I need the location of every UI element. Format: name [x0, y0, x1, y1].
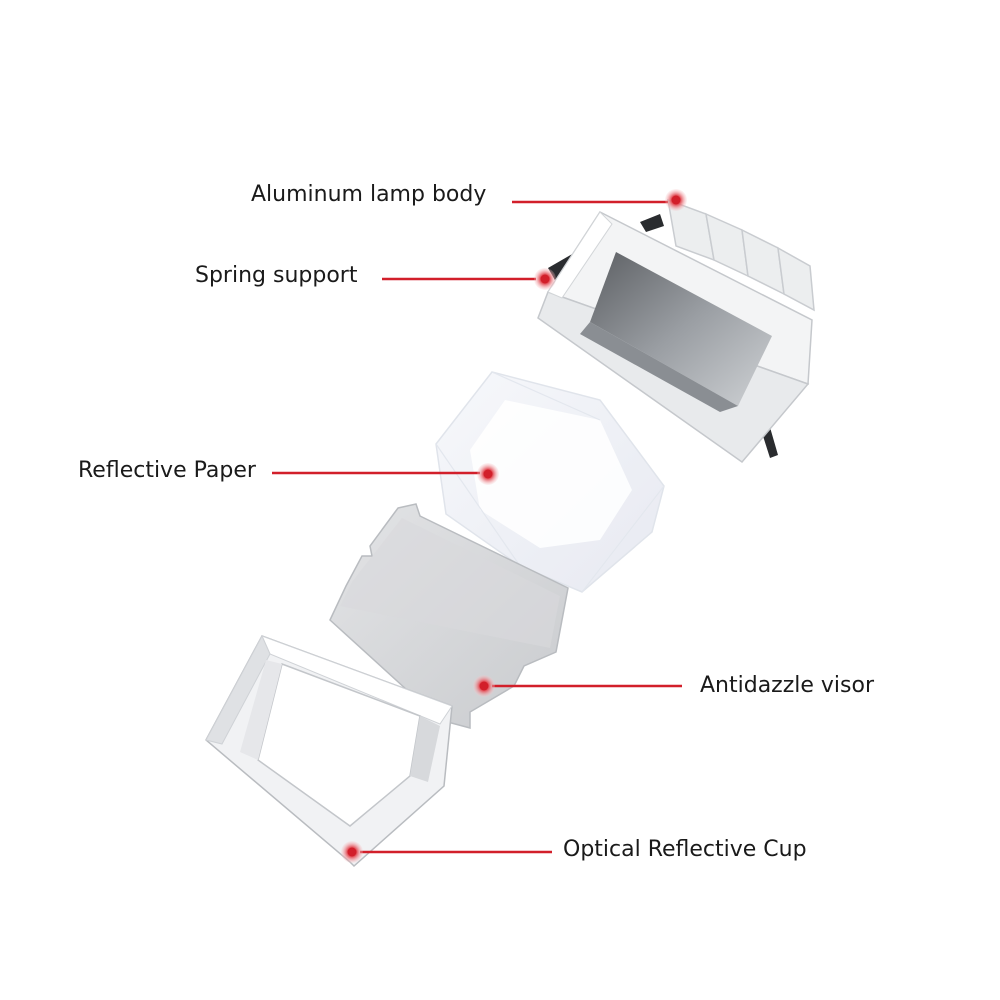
heat-sink-fins — [667, 198, 815, 312]
reflective-paper — [435, 371, 665, 593]
label-antidazzle-visor: Antidazzle visor — [700, 673, 875, 698]
lamp-cavity — [590, 252, 772, 406]
label-aluminum-lamp-body: Aluminum lamp body — [251, 182, 487, 207]
label-optical-reflective-cup: Optical Reflective Cup — [563, 837, 807, 862]
label-spring-support: Spring support — [195, 263, 358, 288]
leader-lines — [272, 200, 682, 854]
optical-reflective-cup — [205, 634, 453, 868]
aluminum-lamp-body — [537, 198, 815, 464]
antidazzle-visor — [329, 503, 569, 729]
label-reflective-paper: Reflective Paper — [78, 458, 256, 483]
callout-dots — [341, 189, 687, 863]
